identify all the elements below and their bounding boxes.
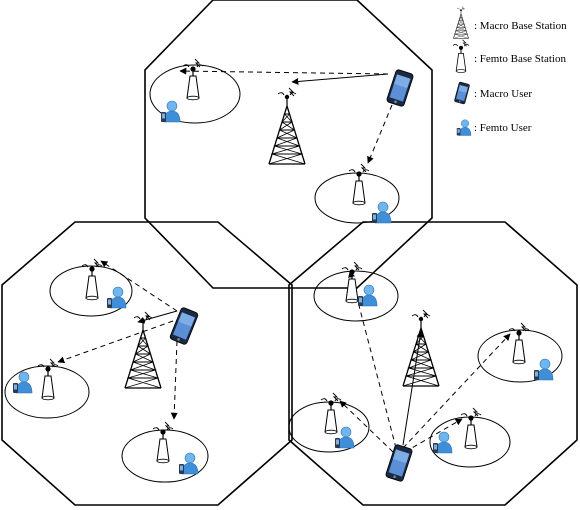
legend: : Macro Base Station : Femto Base Statio… bbox=[452, 6, 567, 136]
femto-user-icon bbox=[533, 358, 554, 381]
femto-base-station-icon bbox=[508, 322, 530, 365]
femto-base-station-icon bbox=[152, 421, 174, 464]
femto-base-station-icon bbox=[348, 163, 370, 206]
femto-user-icon bbox=[160, 100, 181, 123]
legend-femto-user-label: : Femto User bbox=[474, 122, 532, 134]
femto-base-station-icon bbox=[320, 392, 342, 435]
legend-femto-bs-icon bbox=[452, 39, 470, 73]
femto-user-icon bbox=[432, 431, 453, 454]
legend-macro-bs-icon bbox=[453, 6, 469, 39]
femto-coverage bbox=[49, 265, 133, 317]
macro-user-icon bbox=[385, 68, 415, 108]
femto-base-station-icon bbox=[37, 358, 59, 401]
femto-base-station-icon bbox=[460, 407, 482, 450]
legend-femto-user-icon bbox=[456, 119, 472, 136]
cell-top bbox=[144, 0, 433, 289]
macro-base-station-icon bbox=[124, 311, 162, 389]
femto-coverage bbox=[4, 365, 90, 419]
femto-coverage bbox=[121, 429, 209, 483]
macro-user-icon bbox=[168, 306, 200, 346]
legend-macro-bs-label: : Macro Base Station bbox=[474, 20, 567, 32]
femto-user-icon bbox=[334, 426, 355, 449]
interference-links bbox=[57, 67, 511, 453]
cell-left bbox=[1, 221, 293, 506]
femto-user-icon bbox=[371, 201, 392, 224]
macro-user-icon bbox=[384, 443, 414, 483]
cell-right bbox=[288, 221, 578, 506]
femto-user-icon bbox=[178, 452, 199, 475]
legend-femto-bs-label: : Femto Base Station bbox=[474, 53, 566, 65]
macro-base-station-icon bbox=[402, 309, 440, 387]
femto-base-station-icon bbox=[81, 258, 103, 301]
legend-macro-user-label: : Macro User bbox=[474, 88, 532, 100]
femto-user-icon bbox=[106, 286, 127, 309]
macro-base-station-icon bbox=[268, 87, 306, 165]
femto-coverage bbox=[477, 329, 563, 383]
femto-coverage bbox=[149, 64, 241, 124]
femto-coverage bbox=[313, 270, 399, 322]
legend-macro-user-icon bbox=[453, 81, 471, 105]
femto-user-icon bbox=[357, 284, 378, 307]
